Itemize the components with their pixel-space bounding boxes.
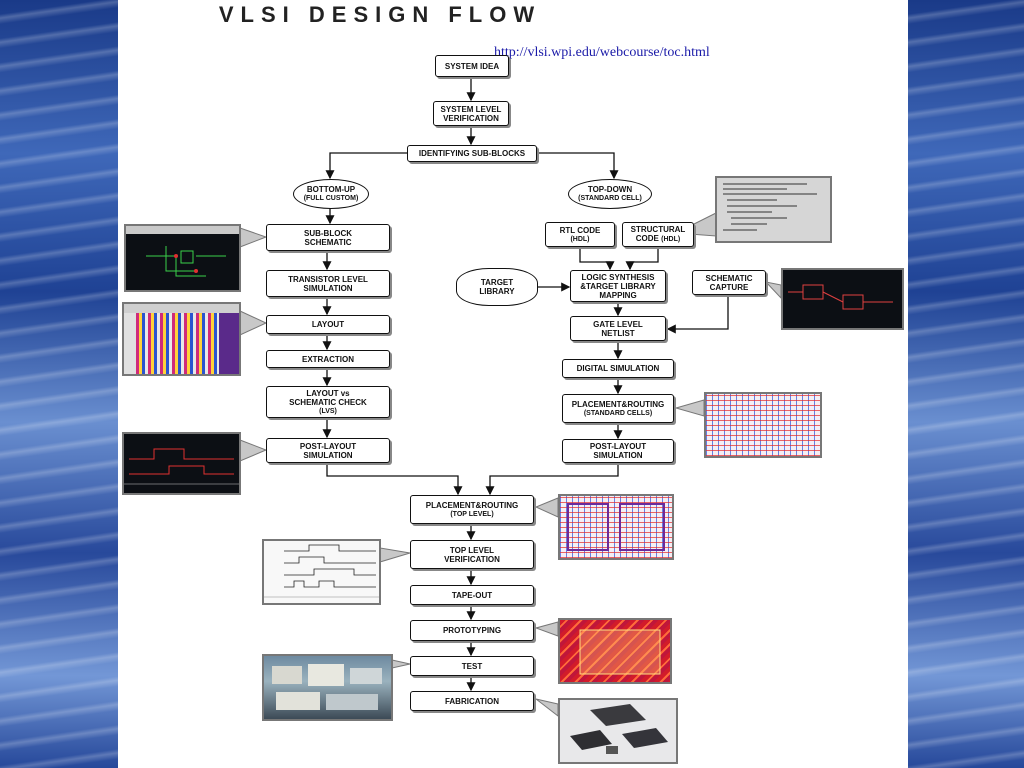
prototype-chip-graphic — [579, 629, 661, 675]
test-lab-graphic — [272, 664, 382, 710]
verification-waveform-image — [262, 539, 381, 605]
test-lab-image — [262, 654, 393, 721]
page-title: VLSI DESIGN FLOW — [218, 2, 542, 27]
schematic-editor-graphic — [126, 226, 239, 277]
ocean-background-right — [908, 0, 1024, 768]
layout-editor-graphic — [124, 304, 239, 374]
hdl-code-image — [715, 176, 832, 243]
prototype-chip-image — [558, 618, 672, 684]
schematic-editor-image — [124, 224, 241, 292]
layout-editor-image — [122, 302, 241, 376]
system-idea-box: SYSTEM IDEA — [435, 55, 509, 77]
schematic-capture-graphic — [788, 284, 893, 310]
identify-subblocks-box: IDENTIFYING SUB-BLOCKS — [407, 145, 537, 162]
extraction-box: EXTRACTION — [266, 350, 390, 368]
layout-box: LAYOUT — [266, 315, 390, 334]
structural-code-box: STRUCTURAL CODE (HDL) — [622, 222, 694, 247]
top-level-routing-image — [558, 494, 674, 560]
prototyping-box: PROTOTYPING — [410, 620, 534, 641]
pr-standard-cells-box: PLACEMENT&ROUTING(STANDARD CELLS) — [562, 394, 674, 423]
fabrication-box: FABRICATION — [410, 691, 534, 711]
waveform-graphic — [124, 448, 239, 485]
bottom-up-oval: BOTTOM-UP(FULL CUSTOM) — [293, 179, 369, 209]
waveform-image — [122, 432, 241, 495]
verification-waveform-graphic — [264, 544, 379, 598]
top-down-oval: TOP-DOWN(STANDARD CELL) — [568, 179, 652, 209]
digital-sim-box: DIGITAL SIMULATION — [562, 359, 674, 378]
hdl-code-graphic — [723, 183, 817, 231]
packaged-chips-graphic — [570, 704, 668, 754]
packaged-chips-image — [558, 698, 678, 764]
top-level-routing-graphic — [567, 503, 665, 551]
test-box: TEST — [410, 656, 534, 676]
standard-cell-routing-image — [704, 392, 822, 458]
schematic-capture-image — [781, 268, 904, 330]
pr-top-level-box: PLACEMENT&ROUTING(TOP LEVEL) — [410, 495, 534, 524]
ocean-background-left — [0, 0, 120, 768]
tapeout-box: TAPE-OUT — [410, 585, 534, 605]
source-link[interactable]: http://vlsi.wpi.edu/webcourse/toc.html — [494, 45, 710, 60]
rtl-code-box: RTL CODE(HDL) — [545, 222, 615, 247]
